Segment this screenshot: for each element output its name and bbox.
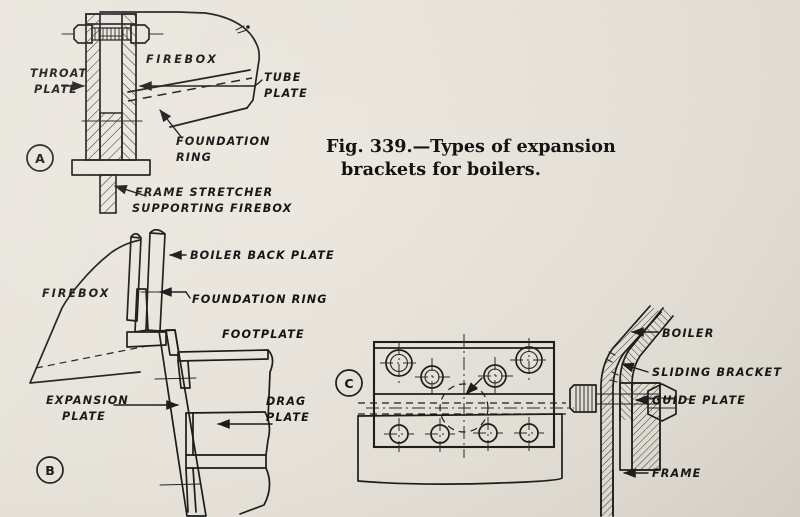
label-footplate: FOOTPLATE — [222, 328, 305, 341]
panel-marker-a: A — [35, 151, 45, 166]
rivet-lower-1 — [384, 418, 414, 452]
label-foundation-ring-a-line1: FOUNDATION — [176, 135, 271, 148]
rivet-lower-2 — [425, 418, 455, 452]
label-boiler-c: BOILER — [662, 327, 715, 340]
label-guide-plate: GUIDE PLATE — [652, 394, 746, 407]
label-frame-stretcher-line1: FRAME STRETCHER — [135, 186, 273, 199]
panel-c-section — [569, 305, 690, 517]
rivet-upper-inner-right — [478, 357, 513, 396]
rivet-upper-outer-right — [510, 338, 549, 383]
label-drag-plate-line2: PLATE — [266, 411, 310, 424]
label-boiler-back-plate: BOILER BACK PLATE — [190, 249, 335, 262]
panel-marker-c: C — [344, 376, 353, 391]
rivet-lower-4 — [514, 417, 544, 451]
label-throat-plate-line1: THROAT — [30, 67, 87, 80]
rivet-lower-3 — [473, 417, 503, 451]
rivet-upper-inner-left — [415, 358, 450, 397]
label-drag-plate-line1: DRAG — [266, 395, 306, 408]
label-firebox-b: FIREBOX — [42, 287, 110, 300]
label-tube-plate-line1: TUBE — [264, 71, 302, 84]
label-foundation-ring-b: FOUNDATION RING — [192, 293, 328, 306]
panel-marker-b: B — [45, 463, 55, 478]
label-throat-plate-line2: PLATE — [34, 83, 78, 96]
label-frame-c: FRAME — [652, 467, 701, 480]
panel-marker-b-circle — [36, 456, 64, 484]
figure-caption-line1: Fig. 339.—Types of expansion — [326, 136, 616, 157]
bolt-left-c — [569, 384, 597, 413]
figure-caption-line2: brackets for boilers. — [341, 159, 541, 180]
label-sliding-bracket: SLIDING BRACKET — [652, 366, 782, 379]
bolt-assembly-a — [61, 13, 164, 44]
label-foundation-ring-a-line2: RING — [176, 151, 212, 164]
panel-b-drawing — [29, 228, 274, 517]
rivet-upper-outer-left — [380, 341, 419, 386]
nut-right-c — [647, 383, 677, 422]
label-expansion-plate-line2: PLATE — [62, 410, 106, 423]
panel-c-plan-view — [335, 334, 574, 485]
panel-a-drawing — [26, 11, 263, 214]
label-expansion-plate-line1: EXPANSION — [46, 394, 129, 407]
label-tube-plate-line2: PLATE — [264, 87, 308, 100]
panel-marker-c-circle — [335, 369, 363, 397]
panel-marker-a-circle — [26, 144, 54, 172]
label-frame-stretcher-line2: SUPPORTING FIREBOX — [132, 202, 293, 215]
label-firebox-a: FIREBOX — [146, 53, 219, 66]
